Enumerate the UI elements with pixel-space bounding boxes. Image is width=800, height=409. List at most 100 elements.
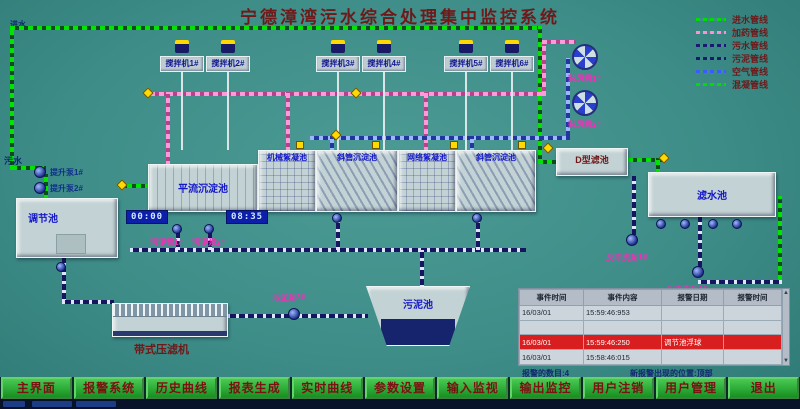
timer-1: 00:00 bbox=[126, 210, 169, 224]
legend-swatch-dosing bbox=[695, 31, 726, 34]
sludge-pump-1-icon[interactable] bbox=[172, 224, 182, 234]
legend-label: 污泥管线 bbox=[731, 54, 768, 64]
mixer-3[interactable]: 搅拌机3# bbox=[316, 56, 360, 72]
alarm-row[interactable] bbox=[519, 319, 782, 336]
pump-icon[interactable] bbox=[708, 219, 718, 229]
blower-1-fan-icon[interactable] bbox=[572, 44, 598, 70]
blower-2-label: 鼓风机2# bbox=[568, 120, 601, 129]
legend-row: 空气管线 bbox=[695, 65, 768, 78]
belt-filter-press-label: 带式压滤机 bbox=[134, 344, 189, 356]
valve-icon[interactable] bbox=[116, 179, 128, 191]
pump-icon[interactable] bbox=[656, 219, 666, 229]
alarm-col-header[interactable]: 报警日期 bbox=[661, 289, 724, 306]
lift-pump-1-icon[interactable] bbox=[34, 166, 46, 178]
alarm-col-header[interactable]: 报警时间 bbox=[723, 289, 782, 306]
taskbar bbox=[0, 399, 800, 409]
nav-input-monitor-button[interactable]: 输入监视 bbox=[437, 377, 509, 399]
alarm-cell: 15:58:46:015 bbox=[583, 349, 662, 365]
blower-1-label: 鼓风机1# bbox=[568, 74, 601, 83]
backwash-pump-1-icon[interactable] bbox=[626, 234, 638, 246]
nav-output-monitor-button[interactable]: 输出监控 bbox=[510, 377, 581, 399]
valve-box-icon[interactable] bbox=[296, 141, 304, 149]
pump-icon[interactable] bbox=[472, 213, 482, 223]
motor-icon bbox=[459, 40, 473, 53]
taskbar-item[interactable] bbox=[32, 401, 72, 407]
motor-icon bbox=[175, 40, 189, 53]
scroll-up-icon[interactable]: ▲ bbox=[783, 290, 789, 296]
pipe-to-filterwater bbox=[656, 158, 660, 174]
nav-user-manage-button[interactable]: 用户管理 bbox=[655, 377, 727, 399]
legend-row: 混凝管线 bbox=[695, 78, 768, 91]
alarm-cell bbox=[723, 349, 782, 365]
lift-pump-2-icon[interactable] bbox=[34, 182, 46, 194]
alarm-scrollbar[interactable]: ▲▼ bbox=[782, 289, 789, 365]
alarm-table: 事件时间 事件内容 报警日期 报警时间 16/03/01 15:59:46:95… bbox=[519, 289, 782, 365]
mixer-shaft bbox=[511, 72, 513, 150]
valve-box-icon[interactable] bbox=[518, 141, 526, 149]
d-type-filter bbox=[556, 148, 628, 176]
nav-main-button[interactable]: 主界面 bbox=[1, 377, 72, 399]
pump-icon[interactable] bbox=[732, 219, 742, 229]
inclined-sed-tank-1-label: 斜管沉淀池 bbox=[337, 153, 377, 162]
legend-swatch-air bbox=[695, 70, 726, 73]
motor-icon bbox=[221, 40, 235, 53]
taskbar-start-button[interactable] bbox=[3, 401, 25, 407]
grid-floc-tank-label: 网络絮凝池 bbox=[407, 153, 447, 162]
motor-icon bbox=[377, 40, 391, 53]
mixer-2[interactable]: 搅拌机2# bbox=[206, 56, 250, 72]
mixer-1[interactable]: 搅拌机1# bbox=[160, 56, 204, 72]
pipe-dosing-source-v bbox=[542, 40, 546, 96]
legend-label: 加药管线 bbox=[731, 28, 768, 38]
pump-icon[interactable] bbox=[56, 262, 66, 272]
sludge-pump-3-icon[interactable] bbox=[288, 308, 300, 320]
pipe-air-main-v bbox=[566, 58, 570, 140]
alarm-row[interactable]: 16/03/01 15:58:46:015 bbox=[519, 349, 782, 365]
nav-exit-button[interactable]: 退出 bbox=[728, 377, 800, 399]
mixer-6[interactable]: 搅拌机6# bbox=[490, 56, 534, 72]
inclined-sed-tank-1 bbox=[316, 150, 398, 212]
taskbar-item[interactable] bbox=[76, 401, 116, 407]
pipe-dosing-header bbox=[150, 92, 546, 96]
alarm-header-row: 事件时间 事件内容 报警日期 报警时间 bbox=[519, 289, 782, 306]
alarm-col-header[interactable]: 事件内容 bbox=[583, 289, 662, 306]
backwash-pump-2-icon[interactable] bbox=[692, 266, 704, 278]
press-base bbox=[113, 331, 227, 336]
alarm-col-header[interactable]: 事件时间 bbox=[519, 289, 584, 306]
nav-user-logout-button[interactable]: 用户注销 bbox=[582, 377, 654, 399]
mixer-5[interactable]: 搅拌机5# bbox=[444, 56, 488, 72]
alarm-cell bbox=[661, 304, 724, 321]
alarm-row-active[interactable]: 16/03/01 15:59:46:250 调节池浮球 bbox=[519, 334, 782, 351]
pipe-dfilter-out bbox=[628, 158, 662, 162]
nav-report-button[interactable]: 报表生成 bbox=[219, 377, 290, 399]
legend-swatch-inlet bbox=[695, 18, 726, 21]
alarm-cell bbox=[723, 319, 782, 336]
nav-realtime-curve-button[interactable]: 实时曲线 bbox=[291, 377, 363, 399]
mixer-shaft bbox=[227, 72, 229, 150]
nav-parameter-button[interactable]: 参数设置 bbox=[364, 377, 436, 399]
mixer-shaft bbox=[181, 72, 183, 150]
valve-icon[interactable] bbox=[350, 87, 362, 99]
legend-row: 污泥管线 bbox=[695, 52, 768, 65]
nav-alarm-system-button[interactable]: 报警系统 bbox=[73, 377, 145, 399]
valve-box-icon[interactable] bbox=[372, 141, 380, 149]
page-title: 宁德漳湾污水综合处理集中监控系统 bbox=[240, 8, 560, 27]
valve-icon[interactable] bbox=[142, 87, 154, 99]
pump-icon[interactable] bbox=[680, 219, 690, 229]
valve-icon[interactable] bbox=[542, 142, 554, 154]
sludge-pump-2-icon[interactable] bbox=[204, 224, 214, 234]
mixer-4[interactable]: 搅拌机4# bbox=[362, 56, 406, 72]
pump-icon[interactable] bbox=[332, 213, 342, 223]
alarm-cell bbox=[661, 349, 724, 365]
alarm-row[interactable]: 16/03/01 15:59:46:953 bbox=[519, 304, 782, 321]
horizontal-sed-tank bbox=[148, 164, 258, 212]
nav-bar: 主界面 报警系统 历史曲线 报表生成 实时曲线 参数设置 输入监视 输出监控 用… bbox=[0, 377, 800, 399]
pipe-regtank-drain-h bbox=[62, 300, 114, 304]
alarm-cell bbox=[583, 319, 662, 336]
pipe-sludge-drop-1 bbox=[176, 230, 180, 250]
nav-history-curve-button[interactable]: 历史曲线 bbox=[146, 377, 218, 399]
scroll-down-icon[interactable]: ▼ bbox=[783, 358, 789, 364]
pipe-air-main-h bbox=[310, 136, 570, 140]
valve-box-icon[interactable] bbox=[450, 141, 458, 149]
pipe-dosing-drop-2 bbox=[286, 92, 290, 152]
blower-2-fan-icon[interactable] bbox=[572, 90, 598, 116]
